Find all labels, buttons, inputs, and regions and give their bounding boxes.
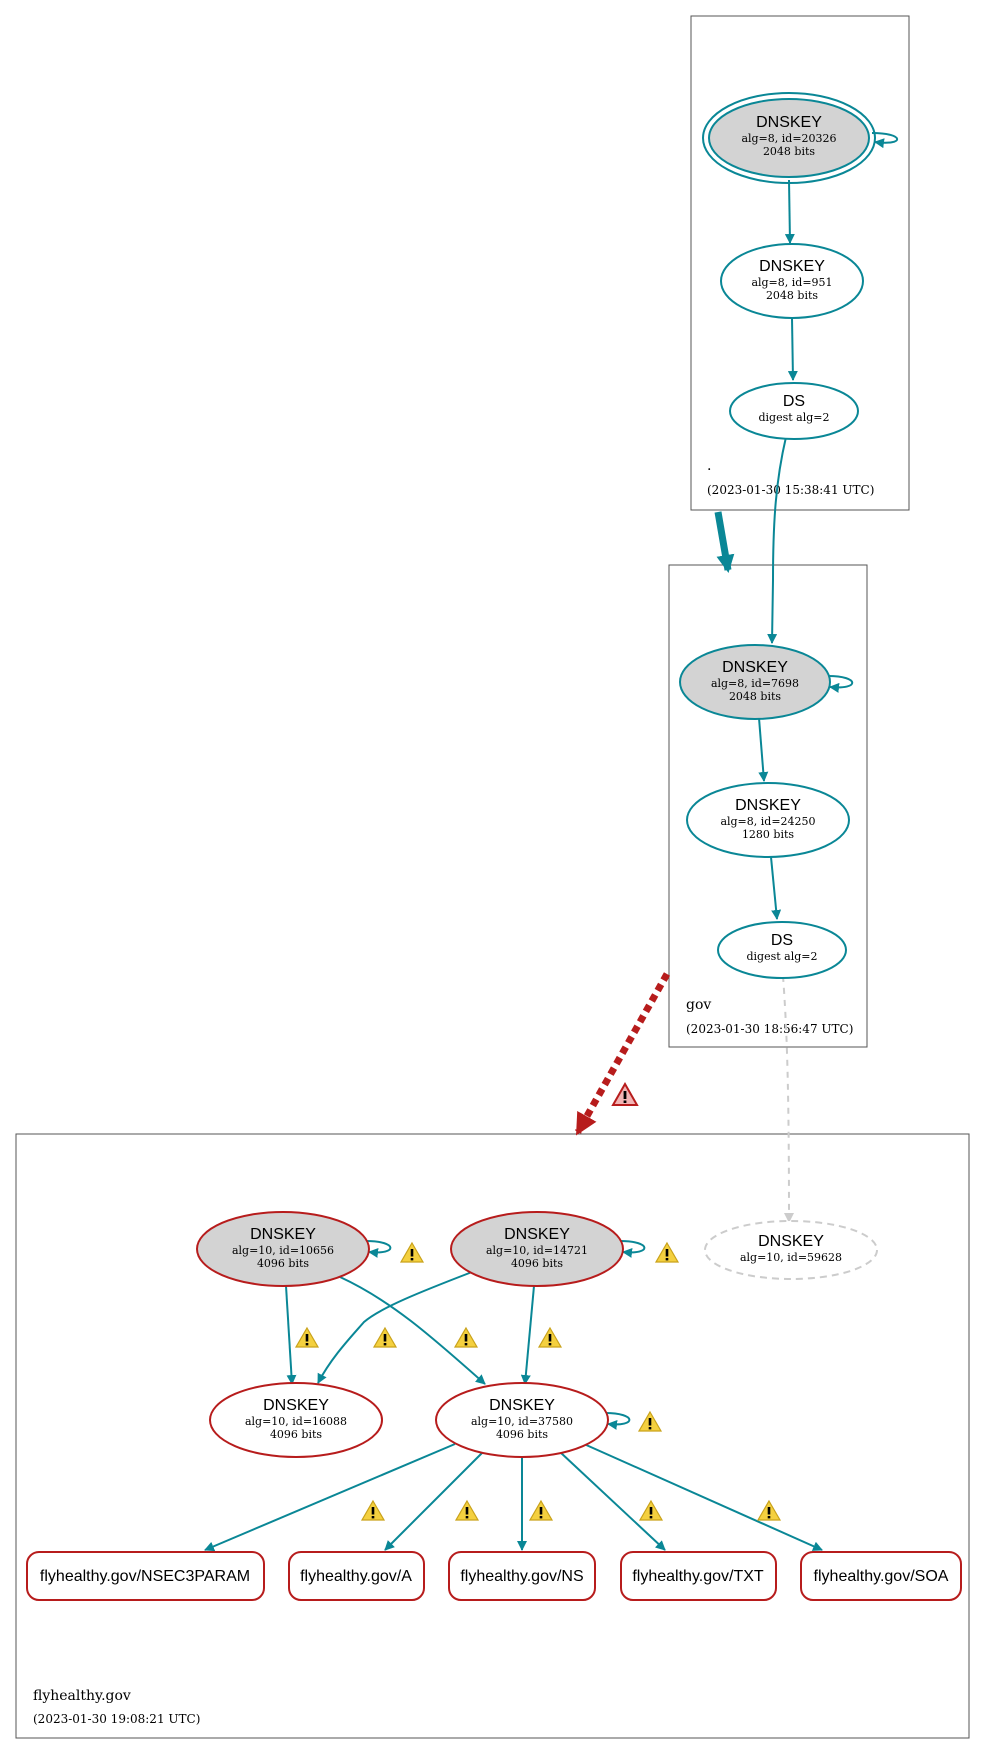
node-root-ksk[interactable]: DNSKEY alg=8, id=20326 2048 bits	[702, 92, 876, 184]
edge-root-ksk-zsk	[784, 179, 795, 244]
node-detail: 4096 bits	[257, 1257, 309, 1270]
zone-flyhealthy-name: flyhealthy.gov	[33, 1688, 131, 1704]
rrset-label: flyhealthy.gov/A	[300, 1568, 412, 1585]
node-detail: 4096 bits	[270, 1428, 322, 1441]
node-detail: alg=10, id=59628	[740, 1251, 842, 1264]
node-title: DNSKEY	[489, 1397, 555, 1414]
node-detail: 4096 bits	[496, 1428, 548, 1441]
rrset-a[interactable]: flyhealthy.gov/A	[288, 1551, 425, 1601]
edge-fh-ksk1-self	[365, 1240, 392, 1258]
node-detail: alg=10, id=10656	[232, 1244, 334, 1257]
edge-gov-ksk-zsk	[758, 717, 769, 782]
node-fh-missing-key-59628[interactable]: DNSKEY alg=10, id=59628	[704, 1220, 878, 1280]
node-detail: 1280 bits	[742, 828, 794, 841]
node-detail: alg=8, id=951	[751, 276, 832, 289]
delegation-error-icon[interactable]	[612, 1083, 638, 1106]
node-title: DS	[771, 932, 793, 949]
zone-flyhealthy-box	[15, 1133, 970, 1739]
zone-flyhealthy: flyhealthy.gov (2023-01-30 19:08:21 UTC)	[15, 1133, 970, 1739]
edge-gov-ksk-self	[827, 675, 854, 693]
rrset-nsec3param[interactable]: flyhealthy.gov/NSEC3PARAM	[26, 1551, 265, 1601]
node-title: DNSKEY	[759, 258, 825, 275]
warning-icon[interactable]	[373, 1327, 397, 1348]
node-root-zsk[interactable]: DNSKEY alg=8, id=951 2048 bits	[720, 243, 864, 319]
node-gov-ksk[interactable]: DNSKEY alg=8, id=7698 2048 bits	[679, 644, 831, 720]
node-detail: alg=10, id=14721	[486, 1244, 588, 1257]
edge-fh-ksk2-zsk2	[520, 1285, 535, 1385]
node-detail: 2048 bits	[763, 145, 815, 158]
node-gov-zsk[interactable]: DNSKEY alg=8, id=24250 1280 bits	[686, 782, 850, 858]
node-fh-ksk-14721[interactable]: DNSKEY alg=10, id=14721 4096 bits	[450, 1211, 624, 1287]
zone-gov: gov (2023-01-30 18:56:47 UTC)	[668, 564, 868, 1048]
zone-root-box	[690, 15, 910, 511]
edge-fh-ksk2-zsk1	[317, 1271, 473, 1384]
edge-fh-zsk2-self	[604, 1412, 631, 1430]
node-title: DS	[783, 393, 805, 410]
node-fh-zsk-37580[interactable]: DNSKEY alg=10, id=37580 4096 bits	[435, 1382, 609, 1458]
edge-gov-ds-missing-key	[782, 975, 794, 1223]
edge-fh-ksk1-zsk1	[285, 1285, 297, 1385]
zone-flyhealthy-timestamp: (2023-01-30 19:08:21 UTC)	[33, 1712, 200, 1726]
rrset-soa[interactable]: flyhealthy.gov/SOA	[800, 1551, 962, 1601]
edge-fh-zsk2-txt	[559, 1451, 666, 1551]
node-root-ds[interactable]: DS digest alg=2	[729, 382, 859, 440]
edge-fh-ksk2-self	[619, 1240, 646, 1258]
warning-icon[interactable]	[295, 1327, 319, 1348]
node-detail: alg=8, id=7698	[711, 677, 799, 690]
edge-fh-ksk1-zsk2	[339, 1276, 486, 1385]
node-title: DNSKEY	[735, 797, 801, 814]
zone-root-name: .	[707, 458, 711, 474]
edge-root-zsk-ds	[787, 317, 798, 381]
node-gov-ds[interactable]: DS digest alg=2	[717, 921, 847, 979]
node-title: DNSKEY	[758, 1233, 824, 1250]
edges	[204, 132, 898, 1552]
node-title: DNSKEY	[250, 1226, 316, 1243]
rrset-label: flyhealthy.gov/TXT	[632, 1568, 764, 1585]
zone-gov-timestamp: (2023-01-30 18:56:47 UTC)	[686, 1022, 853, 1036]
warning-icon[interactable]	[757, 1500, 781, 1521]
edge-root-ksk-self	[871, 132, 898, 149]
node-fh-ksk-10656[interactable]: DNSKEY alg=10, id=10656 4096 bits	[196, 1211, 370, 1287]
warning-icon[interactable]	[361, 1500, 385, 1521]
warning-icon[interactable]	[529, 1500, 553, 1521]
node-detail: digest alg=2	[758, 411, 829, 424]
edge-gov-flyhealthy-delegation	[574, 972, 671, 1136]
node-detail: 2048 bits	[729, 690, 781, 703]
edge-root-gov-delegation	[714, 511, 735, 573]
warning-icon[interactable]	[454, 1327, 478, 1348]
node-detail: alg=8, id=20326	[741, 132, 836, 145]
zone-gov-box	[668, 564, 868, 1048]
edge-fh-zsk2-a	[384, 1451, 484, 1551]
zone-root-timestamp: (2023-01-30 15:38:41 UTC)	[707, 483, 874, 497]
warning-icon[interactable]	[400, 1242, 424, 1263]
warning-icon[interactable]	[655, 1242, 679, 1263]
rrset-label: flyhealthy.gov/NSEC3PARAM	[40, 1568, 250, 1585]
node-detail: alg=10, id=37580	[471, 1415, 573, 1428]
node-detail: 4096 bits	[511, 1257, 563, 1270]
node-fh-zsk-16088[interactable]: DNSKEY alg=10, id=16088 4096 bits	[209, 1382, 383, 1458]
warning-icon[interactable]	[639, 1500, 663, 1521]
node-detail: alg=8, id=24250	[720, 815, 815, 828]
node-detail: 2048 bits	[766, 289, 818, 302]
zone-root: . (2023-01-30 15:38:41 UTC)	[690, 15, 910, 511]
edge-fh-zsk2-nsec3param	[204, 1443, 456, 1552]
edge-gov-zsk-ds	[770, 856, 782, 920]
edge-root-ds-gov-ksk	[767, 436, 787, 644]
node-title: DNSKEY	[722, 659, 788, 676]
node-title: DNSKEY	[263, 1397, 329, 1414]
rrset-label: flyhealthy.gov/NS	[460, 1568, 583, 1585]
rrset-label: flyhealthy.gov/SOA	[814, 1568, 949, 1585]
rrset-txt[interactable]: flyhealthy.gov/TXT	[620, 1551, 777, 1601]
warning-icon[interactable]	[455, 1500, 479, 1521]
rrset-ns[interactable]: flyhealthy.gov/NS	[448, 1551, 596, 1601]
node-title: DNSKEY	[504, 1226, 570, 1243]
node-detail: digest alg=2	[746, 950, 817, 963]
warning-icon[interactable]	[538, 1327, 562, 1348]
edge-fh-zsk2-soa	[583, 1443, 823, 1551]
warning-icon[interactable]	[638, 1411, 662, 1432]
zone-gov-name: gov	[686, 997, 711, 1013]
node-title: DNSKEY	[756, 114, 822, 131]
node-detail: alg=10, id=16088	[245, 1415, 347, 1428]
